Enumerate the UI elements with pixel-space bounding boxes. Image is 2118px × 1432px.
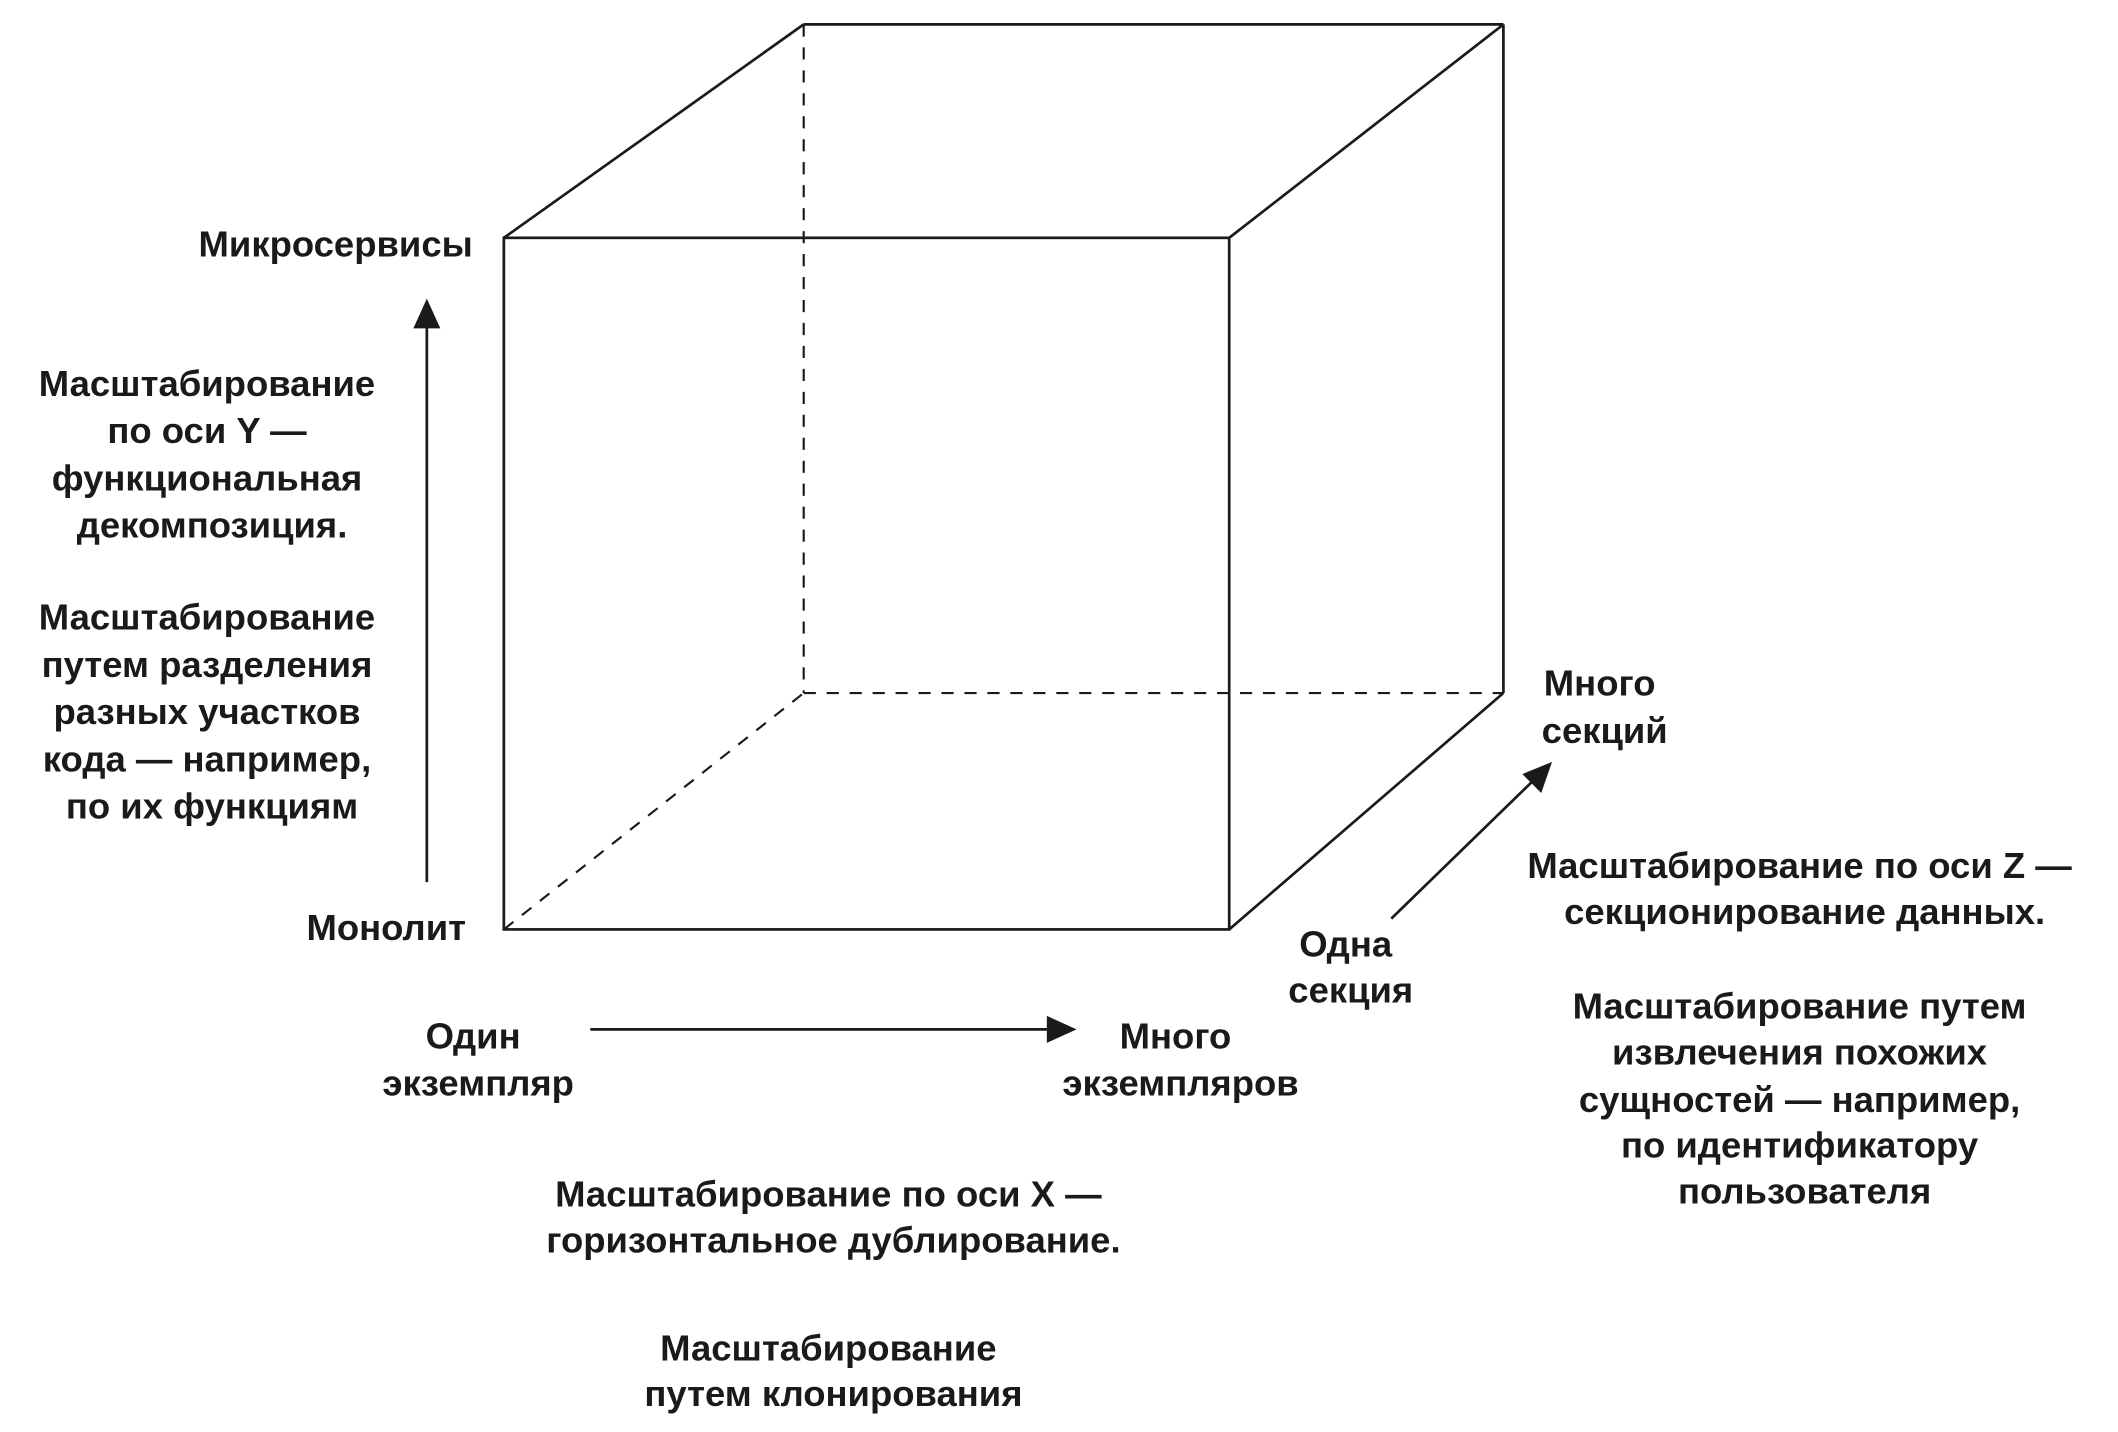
y-axis-description: Масштабирование путем разделения разных … xyxy=(39,597,386,827)
x-axis-end-label: Много экземпляров xyxy=(1062,1015,1298,1103)
cube xyxy=(502,23,1505,931)
z-axis-start-label: Одна секция xyxy=(1288,923,1413,1010)
z-axis-title: Масштабирование по оси Z — секционирован… xyxy=(1527,845,2082,932)
x-axis-arrow xyxy=(590,1015,1077,1043)
cube-hidden-diagonal-edge xyxy=(503,692,805,931)
x-axis-description: Масштабирование путем клонирования xyxy=(644,1327,1022,1414)
x-axis-start-label: Один экземпляр xyxy=(382,1015,574,1103)
y-axis-arrow xyxy=(413,298,441,883)
x-axis-title: Масштабирование по оси X — горизонтально… xyxy=(546,1173,1120,1260)
y-axis-bottom-label: Монолит xyxy=(307,907,467,948)
cube-front-face xyxy=(502,236,1231,931)
y-axis-title: Масштабирование по оси Y — функциональна… xyxy=(39,363,386,546)
z-axis-arrow xyxy=(1390,761,1553,920)
y-axis-top-label: Микросервисы xyxy=(199,224,473,265)
z-axis-end-label: Много секций xyxy=(1542,663,1668,751)
cube-top-right-edge xyxy=(1228,23,1505,239)
cube-bottom-right-edge xyxy=(1228,692,1505,931)
cube-top-left-edge xyxy=(503,23,805,239)
z-axis-description: Масштабирование путем извлечения похожих… xyxy=(1573,986,2037,1212)
